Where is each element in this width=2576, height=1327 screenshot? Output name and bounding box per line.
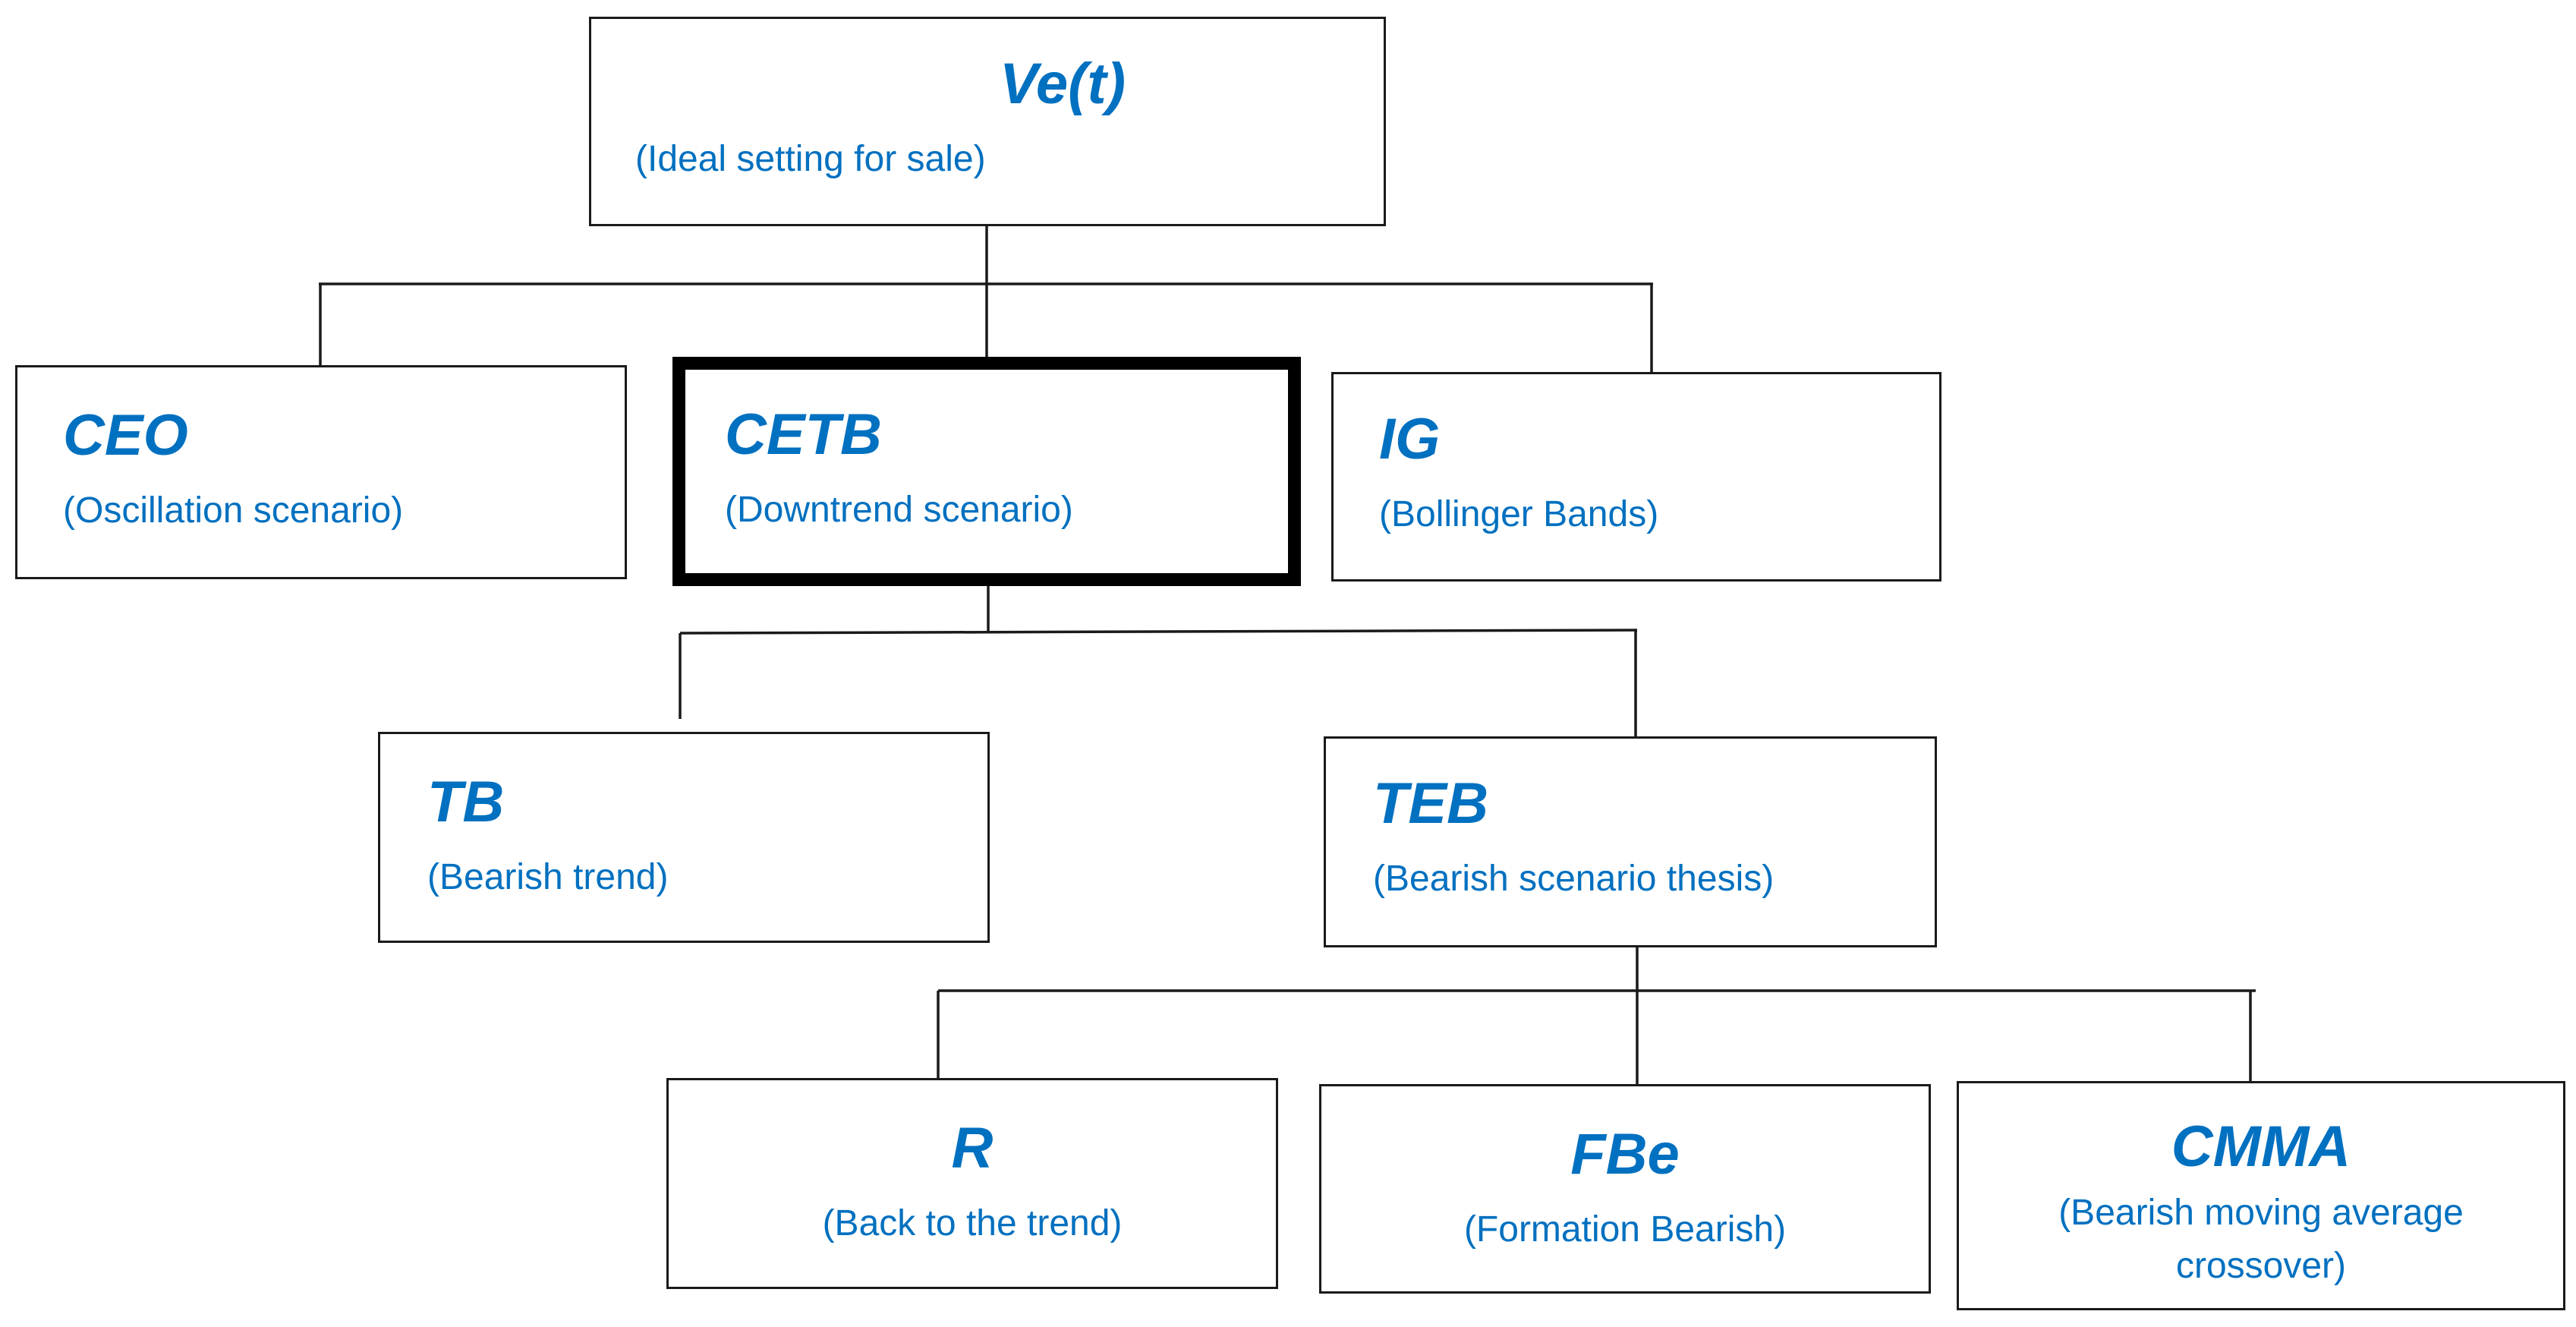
node-cetb-highlighted: CETB (Downtrend scenario) <box>672 357 1301 586</box>
node-ceo-subtitle: (Oscillation scenario) <box>63 490 404 531</box>
node-r: R (Back to the trend) <box>666 1078 1278 1289</box>
node-tb-subtitle: (Bearish trend) <box>427 857 669 897</box>
node-ig-subtitle: (Bollinger Bands) <box>1379 494 1659 534</box>
node-tb-title: TB <box>427 770 505 834</box>
node-ceo: CEO (Oscillation scenario) <box>15 365 627 579</box>
node-cmma-subtitle: (Bearish moving average crossover) <box>2058 1193 2464 1286</box>
node-ig: IG (Bollinger Bands) <box>1331 372 1941 582</box>
node-cmma-title: CMMA <box>2171 1114 2351 1179</box>
node-fbe: FBe (Formation Bearish) <box>1319 1084 1931 1294</box>
node-ig-title: IG <box>1379 407 1441 471</box>
root-subtitle: (Ideal setting for sale) <box>635 139 986 179</box>
connector-level2-bar <box>679 629 1638 635</box>
node-fbe-title: FBe <box>1570 1122 1680 1187</box>
node-fbe-subtitle: (Formation Bearish) <box>1463 1209 1787 1250</box>
node-tb: TB (Bearish trend) <box>378 732 990 943</box>
node-r-subtitle: (Back to the trend) <box>822 1203 1123 1243</box>
node-teb-title: TEB <box>1373 771 1488 836</box>
node-cmma: CMMA (Bearish moving average crossover) <box>1957 1081 2565 1310</box>
node-teb: TEB (Bearish scenario thesis) <box>1324 736 1937 947</box>
root-node: Ve(t) (Ideal setting for sale) <box>589 17 1386 226</box>
node-cetb-subtitle: (Downtrend scenario) <box>725 490 1073 530</box>
node-ceo-title: CEO <box>63 403 188 468</box>
node-teb-subtitle: (Bearish scenario thesis) <box>1373 859 1775 899</box>
node-r-title: R <box>951 1116 994 1180</box>
node-cetb-title: CETB <box>725 402 882 467</box>
root-title: Ve(t) <box>999 52 1126 116</box>
